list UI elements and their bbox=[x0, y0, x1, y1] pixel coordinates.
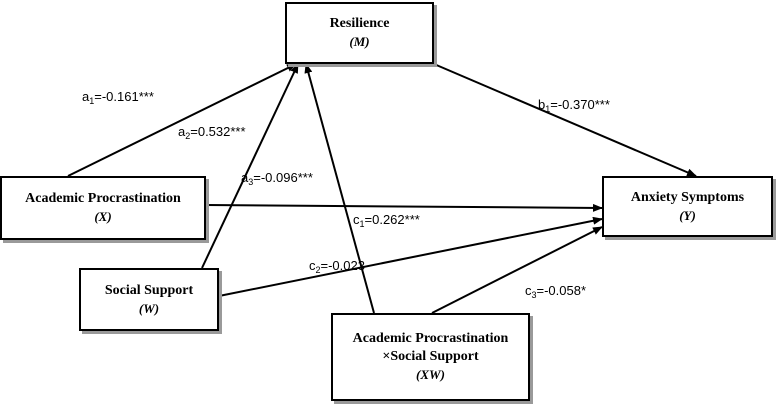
resilience-title: Resilience bbox=[329, 16, 390, 31]
path-label-a2: a2=0.532*** bbox=[178, 124, 246, 141]
arrow-c1 bbox=[205, 203, 603, 212]
resilience-symbol: (M) bbox=[349, 34, 370, 49]
academic-procrastination-title: Academic Procrastination bbox=[25, 191, 181, 206]
interaction-title-line2: ×Social Support bbox=[382, 349, 479, 364]
path-label-c1: c1=0.262*** bbox=[353, 212, 420, 229]
interaction-title-line1: Academic Procrastination bbox=[352, 331, 509, 346]
path-label-c3: c3=-0.058* bbox=[525, 283, 587, 300]
resilience-box: Resilience (M) bbox=[285, 2, 434, 64]
path-label-b1: b1=-0.370*** bbox=[538, 97, 610, 114]
arrow-a2 bbox=[201, 63, 299, 269]
path-label-a3: a3=-0.096*** bbox=[241, 170, 313, 187]
academic-procrastination-symbol: (X) bbox=[94, 209, 112, 224]
arrow-a1 bbox=[67, 63, 297, 177]
academic-procrastination-box: Academic Procrastination (X) bbox=[0, 176, 206, 240]
social-support-box: Social Support (W) bbox=[79, 268, 219, 331]
arrow-a3 bbox=[304, 63, 375, 314]
social-support-title: Social Support bbox=[104, 282, 194, 298]
arrow-c3 bbox=[431, 226, 603, 314]
anxiety-symptoms-symbol: (Y) bbox=[679, 207, 696, 223]
interaction-symbol: (XW) bbox=[416, 367, 445, 382]
arrow-c2 bbox=[218, 216, 603, 297]
arrow-b1 bbox=[433, 63, 697, 177]
path-label-a1: a1=-0.161*** bbox=[82, 89, 154, 106]
social-support-symbol: (W) bbox=[138, 300, 160, 316]
path-label-c2: c2=-0.023 bbox=[309, 258, 365, 275]
interaction-box: Academic Procrastination ×Social Support… bbox=[331, 313, 530, 401]
anxiety-symptoms-title: Anxiety Symptoms bbox=[630, 189, 745, 205]
anxiety-symptoms-box: Anxiety Symptoms (Y) bbox=[602, 176, 773, 237]
